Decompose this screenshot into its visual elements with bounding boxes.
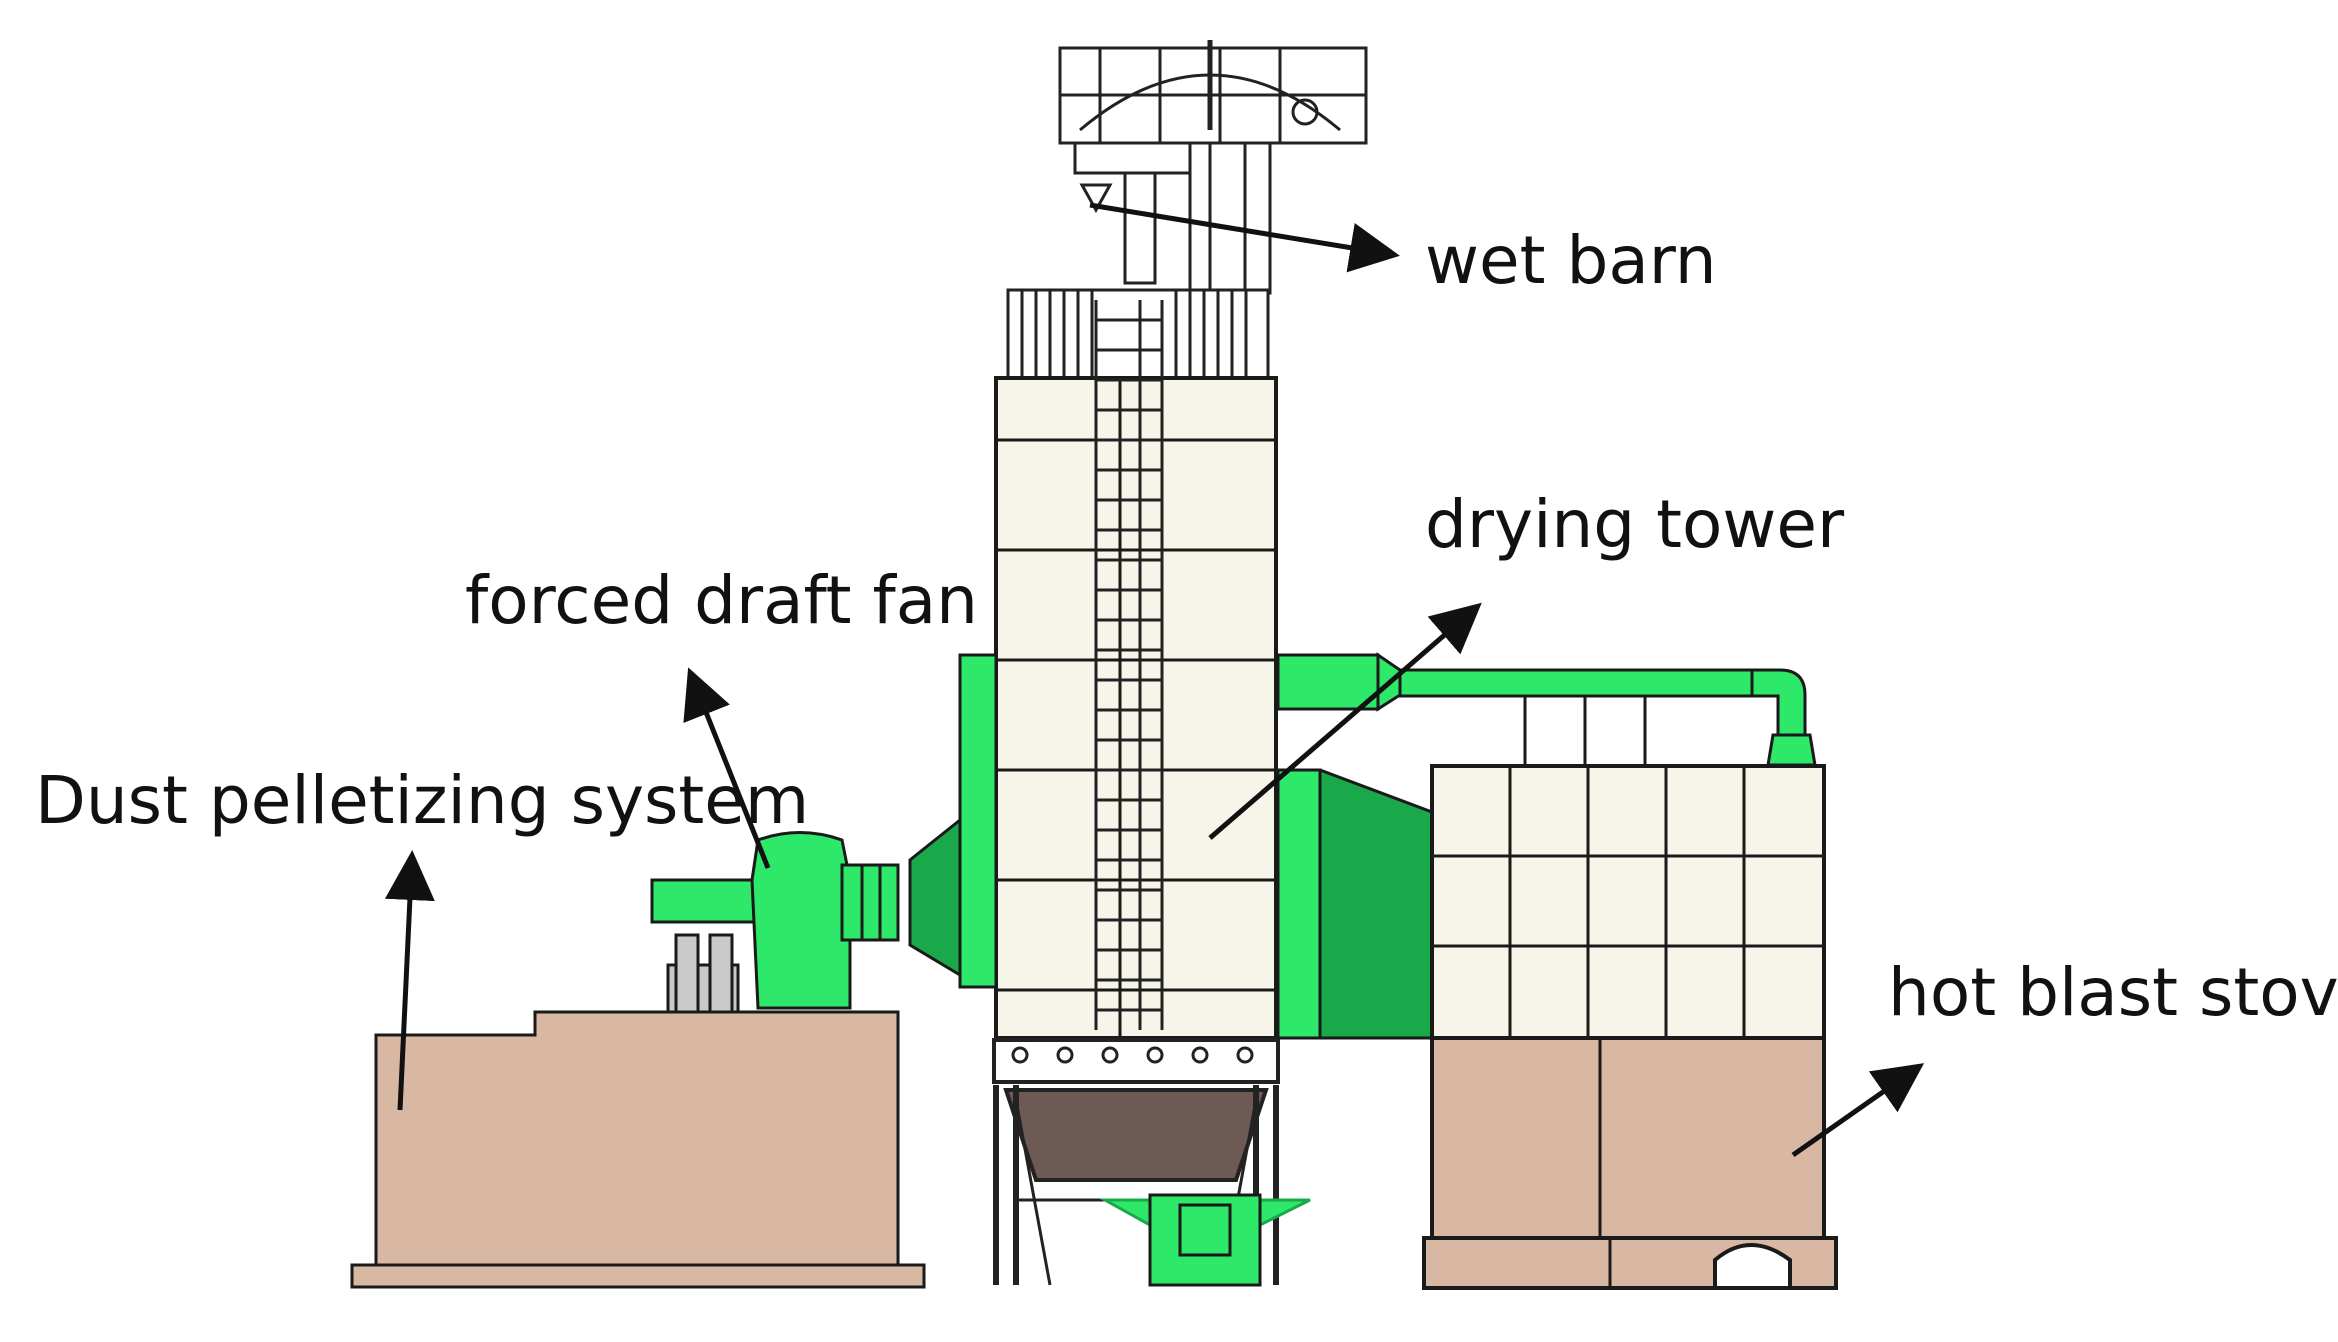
dust-pelletizing-unit xyxy=(350,1010,926,1289)
arrow-forced-draft-fan xyxy=(683,667,771,869)
forced-draft-fan xyxy=(650,831,900,1017)
arrow-wet-barn xyxy=(1089,202,1400,273)
label-forced-draft-fan: forced draft fan xyxy=(465,562,978,639)
arrow-hot-blast-stove xyxy=(1791,1063,1925,1158)
label-wet-barn: wet barn xyxy=(1425,222,1717,299)
arrow-drying-tower xyxy=(1208,602,1482,840)
arrow-dust-pelletizing xyxy=(384,850,435,1111)
hot-air-chamber-left xyxy=(908,653,998,989)
label-dust-pelletizing-system: Dust pelletizing system xyxy=(35,762,810,839)
hot-blast-stove xyxy=(1422,764,1838,1290)
label-hot-blast-stove: hot blast stove xyxy=(1888,954,2338,1031)
hot-air-chamber-right xyxy=(1276,768,1434,1040)
hot-air-duct xyxy=(1276,652,1817,768)
label-drying-tower: drying tower xyxy=(1425,486,1845,563)
callout-arrows xyxy=(384,202,1925,1158)
wet-barn-unit xyxy=(1058,40,1368,295)
drying-tower xyxy=(992,288,1311,1287)
